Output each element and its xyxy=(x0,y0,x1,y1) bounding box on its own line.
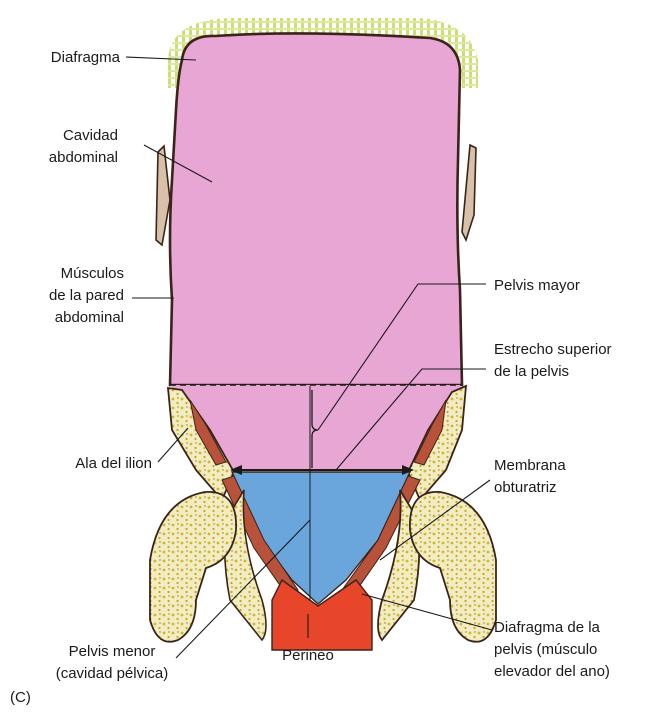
label-diafragma: Diafragma xyxy=(51,49,121,66)
right-abdominal-wall-flap xyxy=(462,145,476,240)
panel-label: (C) xyxy=(10,689,31,706)
left-abdominal-wall-flap xyxy=(156,146,170,245)
label-diafragma-pelvis-line2: pelvis (músculo xyxy=(494,641,597,658)
label-pelvis-mayor: Pelvis mayor xyxy=(494,277,580,294)
label-estrecho-line1: Estrecho superior xyxy=(494,341,612,358)
label-perineo: Perineo xyxy=(282,647,334,664)
label-pelvis-menor-line1: Pelvis menor xyxy=(69,643,156,660)
label-diafragma-pelvis-line3: elevador del ano) xyxy=(494,663,610,680)
label-cavidad-line1: Cavidad xyxy=(63,127,118,144)
left-femur xyxy=(150,492,236,642)
abdominal-cavity xyxy=(170,33,462,385)
label-diafragma-pelvis-line1: Diafragma de la xyxy=(494,619,601,636)
label-musculos-line2: de la pared xyxy=(49,287,124,304)
label-cavidad-line2: abdominal xyxy=(49,149,118,166)
label-musculos-line3: abdominal xyxy=(55,309,124,326)
label-musculos-line1: Músculos xyxy=(61,265,124,282)
label-pelvis-menor-line2: (cavidad pélvica) xyxy=(56,665,169,682)
label-ala-ilion: Ala del ilion xyxy=(75,455,152,472)
label-membrana-line1: Membrana xyxy=(494,457,566,474)
label-estrecho-line2: de la pelvis xyxy=(494,363,569,380)
label-membrana-line2: obturatriz xyxy=(494,479,557,496)
